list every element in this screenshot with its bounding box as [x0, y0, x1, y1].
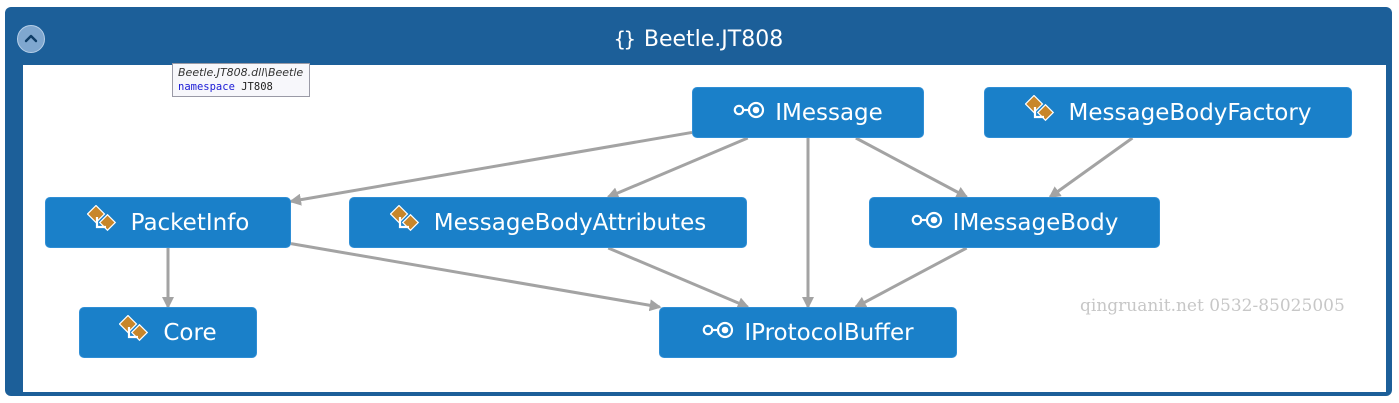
class-icon [119, 314, 153, 351]
class-icon [389, 204, 424, 241]
edge-imessage-to-packetinfo [289, 130, 693, 206]
interface-icon [911, 210, 943, 236]
node-core[interactable]: Core [79, 307, 257, 358]
edge-imessagebody-to-iprotocolbuffer [854, 246, 968, 309]
node-packetinfo[interactable]: PacketInfo [45, 197, 291, 248]
node-label: IProtocolBuffer [744, 319, 914, 346]
node-label: IMessage [775, 99, 883, 126]
interface-icon [733, 100, 765, 126]
node-iprotocolbuffer[interactable]: IProtocolBuffer [659, 307, 957, 358]
tooltip-path: Beetle.JT808.dll\Beetle [178, 66, 304, 79]
class-icon [86, 204, 121, 241]
edge-packetinfo-to-iprotocolbuffer [290, 242, 662, 312]
watermark: qingruanit.net 0532-85025005 [1080, 296, 1345, 316]
namespace-tooltip: Beetle.JT808.dll\Beetle namespace JT808 [172, 63, 310, 97]
edge-messagebodyattributes-to-iprotocolbuffer [607, 246, 750, 309]
node-messagebodyattributes[interactable]: MessageBodyAttributes [349, 197, 747, 248]
node-imessagebody[interactable]: IMessageBody [869, 197, 1160, 248]
node-imessage[interactable]: IMessage [692, 87, 924, 138]
node-label: MessageBodyFactory [1068, 99, 1312, 126]
edge-messagebodyfactory-to-imessagebody [1048, 136, 1134, 199]
collapse-button[interactable] [17, 25, 45, 53]
class-icon [1024, 94, 1059, 131]
tooltip-namespace-name: JT808 [241, 81, 273, 93]
node-label: MessageBodyAttributes [433, 209, 707, 236]
tooltip-code: namespace JT808 [178, 80, 304, 94]
interface-icon [702, 320, 734, 346]
node-label: PacketInfo [130, 209, 250, 236]
edge-imessage-to-messagebodyattributes [606, 136, 749, 199]
node-label: Core [163, 319, 217, 346]
tooltip-keyword: namespace [178, 81, 235, 93]
edge-imessage-to-imessagebody [855, 136, 969, 199]
node-messagebodyfactory[interactable]: MessageBodyFactory [984, 87, 1352, 138]
node-label: IMessageBody [952, 209, 1119, 236]
chevron-up-icon [24, 34, 38, 43]
